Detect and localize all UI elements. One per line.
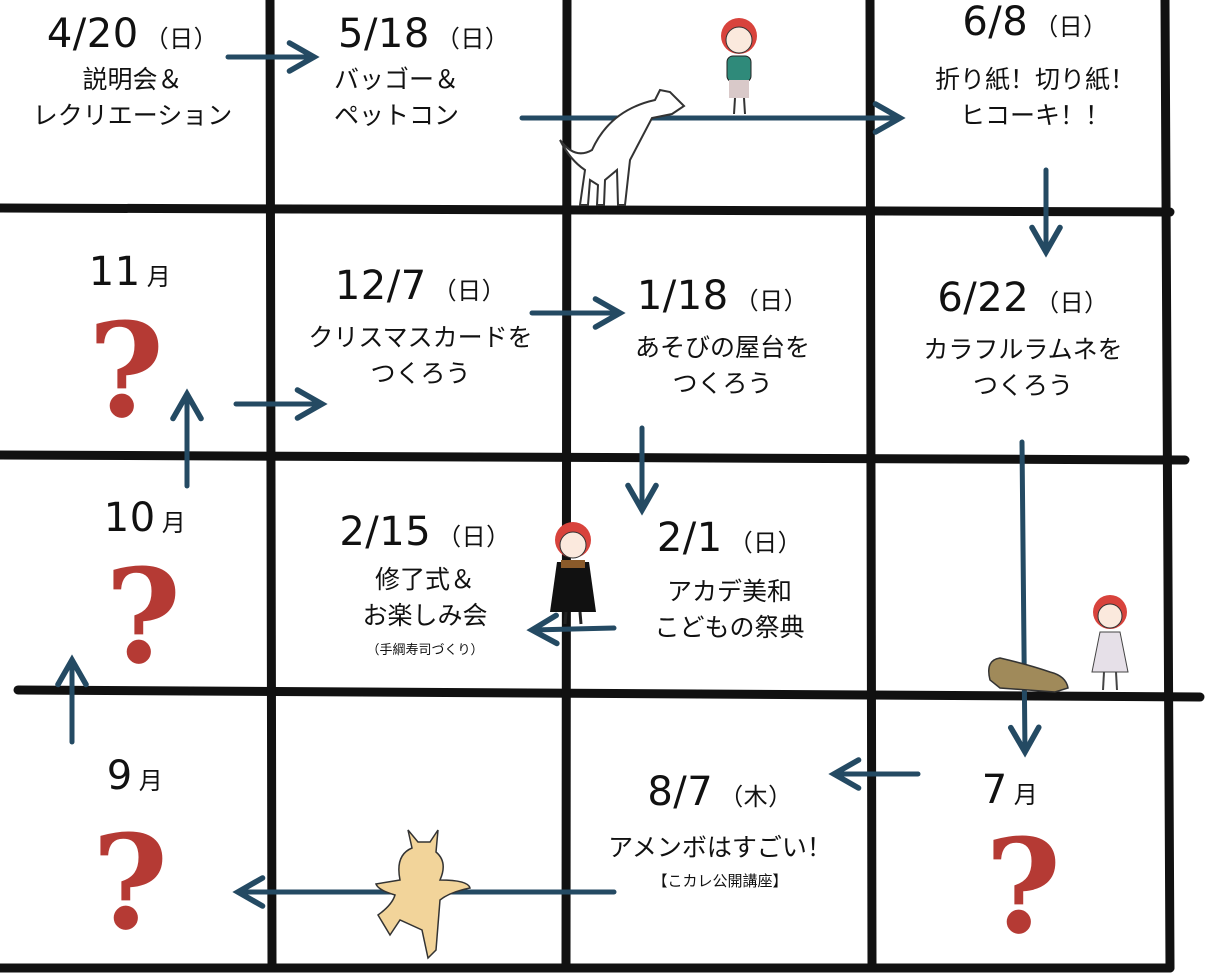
entry-dow: （日） <box>432 277 507 305</box>
entry-title: レクリエーション <box>32 101 233 131</box>
entry-title: つくろう <box>972 371 1073 401</box>
grid-line <box>13 685 1205 702</box>
flow-arrows <box>55 40 1063 909</box>
entry-title: 折り紙！切り紙！ <box>934 65 1135 94</box>
entry-2: 6/8（日） 折り紙！切り紙！ ヒコーキ！！ <box>900 2 1170 135</box>
question-mark: ? <box>92 806 169 959</box>
arrow-down <box>1007 439 1042 758</box>
entry-date: 8/7 <box>647 769 714 815</box>
entry-dow: （日） <box>734 287 809 315</box>
entry-date: 1/18 <box>636 273 729 319</box>
entry-title: アメンボはすごい！ <box>608 833 832 862</box>
dog-illustration <box>988 657 1069 693</box>
entry-title: 説明会＆ <box>82 65 183 94</box>
entry-title: カラフルラムネを <box>923 335 1123 364</box>
entry-title: ペットコン <box>334 101 460 131</box>
girl-illustration <box>1091 595 1129 691</box>
entry-unit: 月 <box>161 509 187 537</box>
entry-3: 6/22（日） カラフルラムネをつくろう <box>893 278 1153 405</box>
entry-title: アカデ美和 <box>666 577 792 606</box>
entry-date: 4/20 <box>46 11 139 57</box>
grid-line <box>865 0 877 973</box>
entry-unit: 月 <box>146 263 172 291</box>
girl-illustration <box>550 522 596 625</box>
grid-line <box>561 0 572 973</box>
grid-line <box>0 450 1190 465</box>
entry-dow: （日） <box>144 25 219 53</box>
entry-11: 2/1（日） アカデ美和こどもの祭典 <box>612 518 847 647</box>
entry-date: 11 <box>88 249 141 295</box>
entry-dow: （日） <box>728 529 803 557</box>
entry-dow: （日） <box>437 523 511 551</box>
entry-0: 4/20（日） 説明会＆ レクリエーション <box>10 14 255 135</box>
arrow-left <box>526 612 617 647</box>
entry-dow: （日） <box>1034 13 1108 41</box>
grid-line <box>1160 0 1175 973</box>
entry-9: 12/7（日） クリスマスカードをつくろう <box>278 266 563 393</box>
entry-date: 2/1 <box>656 515 723 561</box>
entry-title: 修了式＆ <box>374 565 475 594</box>
grid-line <box>265 0 277 973</box>
entry-date: 10 <box>103 495 156 541</box>
entry-title: つくろう <box>672 369 773 399</box>
grid-line <box>0 203 1175 217</box>
entry-title: こどもの祭典 <box>654 613 805 643</box>
entry-title: つくろう <box>370 359 471 389</box>
entry-10: 1/18（日） あそびの屋台をつくろう <box>590 276 855 403</box>
girl-illustration <box>721 18 757 115</box>
entry-title: あそびの屋台を <box>634 333 810 362</box>
entry-1: 5/18（日） バッゴー＆ ペットコン <box>310 14 530 135</box>
entry-dow: （木） <box>719 783 793 811</box>
entry-title: お楽しみ会 <box>362 601 488 631</box>
question-mark: ? <box>88 294 165 447</box>
entry-date: 12/7 <box>334 263 427 309</box>
entry-unit: 月 <box>138 767 164 795</box>
entry-5: 8/7（木） アメンボはすごい！ 【こカレ公開講座】 <box>585 772 855 891</box>
entry-date: 6/8 <box>962 0 1029 45</box>
entry-title: バッゴー＆ <box>334 65 460 94</box>
question-mark: ? <box>985 810 1062 963</box>
question-mark: ? <box>105 540 182 693</box>
entry-unit: 月 <box>1013 781 1039 809</box>
entry-date: 2/15 <box>339 509 432 555</box>
dog-illustration <box>559 88 686 206</box>
entry-date: 6/22 <box>937 275 1030 321</box>
entry-note: 【こカレ公開講座】 <box>652 872 788 891</box>
entry-date: 7 <box>981 767 1008 813</box>
cat-illustration <box>375 829 471 960</box>
entry-date: 9 <box>106 753 133 799</box>
entry-dow: （日） <box>435 25 510 53</box>
entry-12: 2/15（日） 修了式＆ お楽しみ会 （手綱寿司づくり） <box>300 512 550 658</box>
entry-title: クリスマスカードを <box>308 323 533 352</box>
entry-title: ヒコーキ！！ <box>959 101 1110 131</box>
entry-date: 5/18 <box>338 11 430 57</box>
entry-note: （手綱寿司づくり） <box>366 642 484 658</box>
entry-dow: （日） <box>1035 289 1109 317</box>
